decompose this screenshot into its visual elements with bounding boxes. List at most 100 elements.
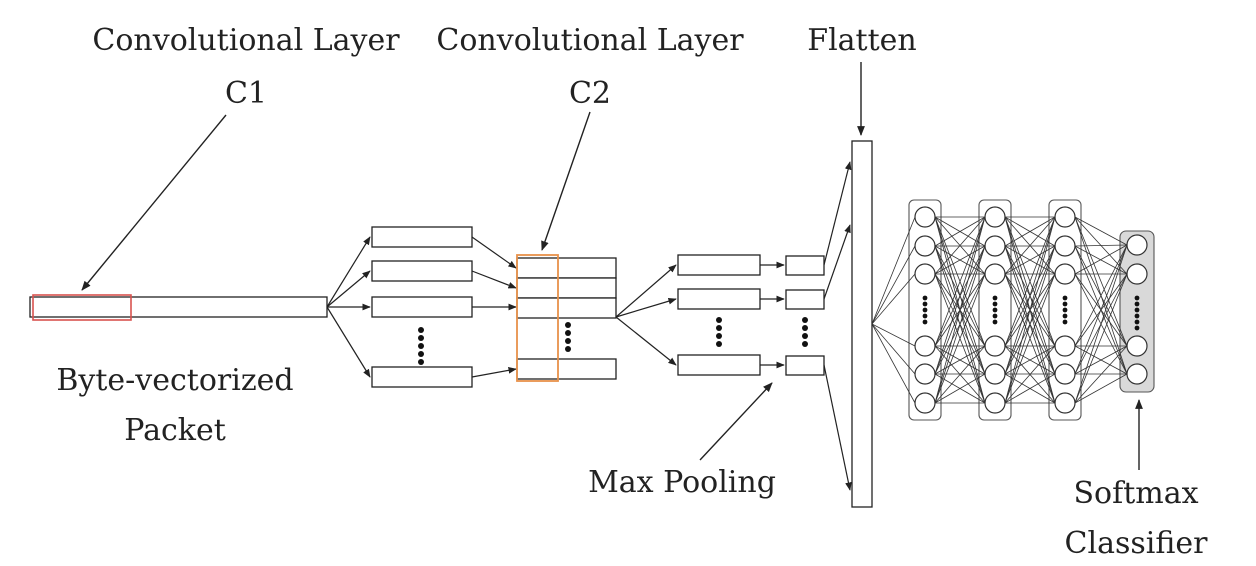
softmax-connection (1074, 244, 1128, 375)
pooled-ellipsis-dots (802, 317, 808, 347)
dense-connection (1004, 216, 1056, 247)
prepool-feature-map (677, 354, 761, 376)
dense-neuron (1054, 363, 1076, 385)
softmax-ellipsis-dot (1134, 325, 1140, 331)
flatten-to-dense-connections (871, 216, 916, 404)
conv2-sub-label: C2 (569, 76, 611, 111)
dense-ellipsis-dot (992, 301, 998, 307)
input-to-c1-arrows (326, 236, 371, 378)
network-neurons (914, 206, 1148, 414)
dense-ellipsis-dot (922, 319, 928, 325)
fanout-line (871, 323, 916, 347)
softmax-ellipsis-dot (1134, 307, 1140, 313)
c1-feature-map (371, 260, 473, 282)
dense-neuron (984, 363, 1006, 385)
dense-neuron (1054, 235, 1076, 257)
dense-ellipsis-dot (922, 307, 928, 313)
dense-neuron (1054, 206, 1076, 228)
c2-feature-map (516, 277, 617, 299)
c2-to-pool-arrows (615, 264, 677, 366)
prepool-feature-map (677, 288, 761, 310)
c2-kernel-window (516, 254, 559, 382)
flatten-label: Flatten (807, 23, 916, 58)
dense-ellipsis-dot (1062, 307, 1068, 313)
dense-connection (934, 216, 986, 275)
pool-to-flatten-arrows (823, 161, 852, 491)
input-packet-vector (29, 296, 328, 318)
c1-kernel-window (32, 294, 132, 321)
softmax-connection (1074, 273, 1128, 404)
dense-neuron (914, 363, 936, 385)
dense-connection (934, 216, 986, 375)
input-label-line1: Byte-vectorized (56, 363, 293, 398)
softmax-connection (1074, 244, 1128, 247)
softmax-connection (1074, 345, 1128, 404)
prepool-ellipsis-dots (716, 317, 722, 347)
fanout-line (871, 323, 916, 375)
dense-connection (1004, 216, 1056, 404)
dense-neuron (914, 335, 936, 357)
c2-ellipsis-dots (565, 322, 571, 352)
dense-connection (1004, 216, 1056, 275)
conv1-sub-label: C1 (225, 76, 267, 111)
dense-connection (1004, 245, 1056, 275)
conv2-pointer-arrow (541, 111, 591, 251)
c1-ellipsis-dots (418, 327, 424, 365)
dense-connection (934, 345, 986, 375)
c2-feature-map (516, 358, 617, 380)
dense-connection (1004, 245, 1056, 404)
c2-feature-map (516, 257, 617, 279)
fanout-line (871, 216, 916, 325)
dense-neuron (984, 206, 1006, 228)
c2-feature-maps (516, 257, 617, 380)
dense-ellipsis-dot (1062, 319, 1068, 325)
dense-connection (1004, 345, 1056, 404)
dense-ellipsis-dot (922, 313, 928, 319)
dense-connection (1004, 345, 1056, 375)
dense-connection (934, 345, 986, 404)
dense-neuron (984, 235, 1006, 257)
softmax-connection (1074, 373, 1128, 404)
dense-connection (1004, 216, 1056, 375)
dense-neuron (1054, 392, 1076, 414)
softmax-label-line2: Classifier (1065, 526, 1209, 561)
pooling-arrows (760, 261, 785, 369)
fanout-line (871, 323, 916, 404)
softmax-neuron (1126, 363, 1148, 385)
dense-connection (934, 216, 986, 247)
dense-connection (934, 216, 986, 347)
c2-feature-map (516, 297, 617, 319)
max-pooling-pointer-arrow (699, 382, 773, 461)
pooled-feature-map (785, 355, 825, 376)
dense-connection (1004, 216, 1056, 347)
dense-neuron (984, 263, 1006, 285)
dense-ellipsis-dot (992, 295, 998, 301)
dense-neuron (1054, 335, 1076, 357)
softmax-neuron (1126, 234, 1148, 256)
c1-to-c2-arrows (471, 236, 517, 378)
dense-connection (934, 245, 986, 275)
c1-feature-map (371, 296, 473, 318)
softmax-ellipsis-dot (1134, 301, 1140, 307)
dense-ellipsis-dot (992, 319, 998, 325)
flatten-vector (851, 140, 873, 508)
softmax-connection (1074, 245, 1128, 275)
softmax-connection (1074, 244, 1128, 275)
dense-ellipsis-dot (922, 295, 928, 301)
conv1-title-label: Convolutional Layer (92, 23, 400, 58)
dense-neuron (914, 263, 936, 285)
dense-neuron (914, 235, 936, 257)
softmax-ellipsis-dot (1134, 295, 1140, 301)
dense-neuron (984, 335, 1006, 357)
dense-ellipsis-dot (1062, 301, 1068, 307)
dense-neuron (984, 392, 1006, 414)
c1-feature-map (371, 226, 473, 248)
input-label-line2: Packet (124, 413, 226, 448)
pooled-feature-map (785, 289, 825, 310)
softmax-ellipsis-dot (1134, 313, 1140, 319)
softmax-ellipsis-dot (1134, 319, 1140, 325)
network-connections (934, 216, 1128, 404)
dense-neuron (1054, 263, 1076, 285)
dense-connection (934, 373, 986, 404)
